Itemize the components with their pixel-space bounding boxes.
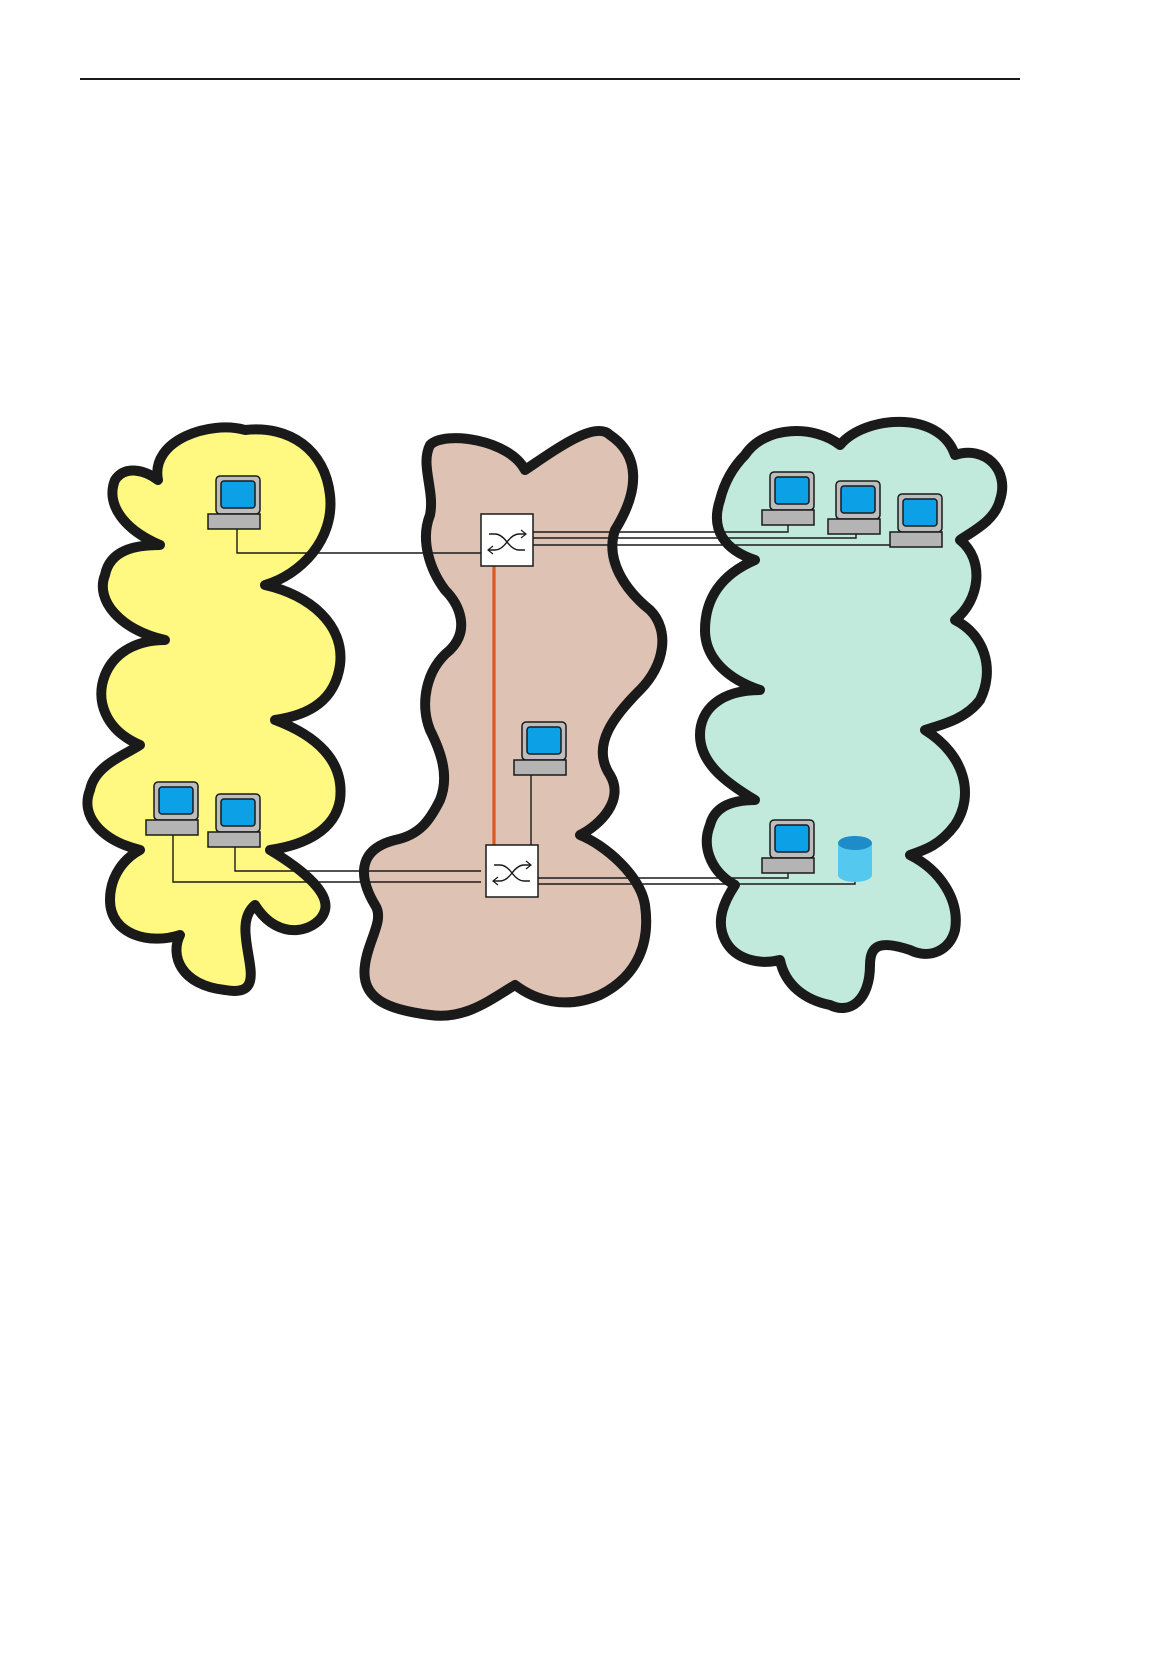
right-computer-icon-4 [762, 820, 814, 873]
right-computer-icon-2 [828, 481, 880, 534]
left-network-cloud [87, 427, 340, 991]
left-bottom-computer-icon-2 [208, 794, 260, 847]
switch-bottom-icon [486, 845, 538, 897]
left-bottom-computer-icon-1 [146, 782, 198, 835]
middle-computer-icon [514, 722, 566, 775]
left-top-computer-icon [208, 476, 260, 529]
right-computer-icon-3 [890, 494, 942, 547]
switch-top-icon [481, 514, 533, 566]
database-icon [838, 836, 872, 882]
right-computer-icon-1 [762, 472, 814, 525]
